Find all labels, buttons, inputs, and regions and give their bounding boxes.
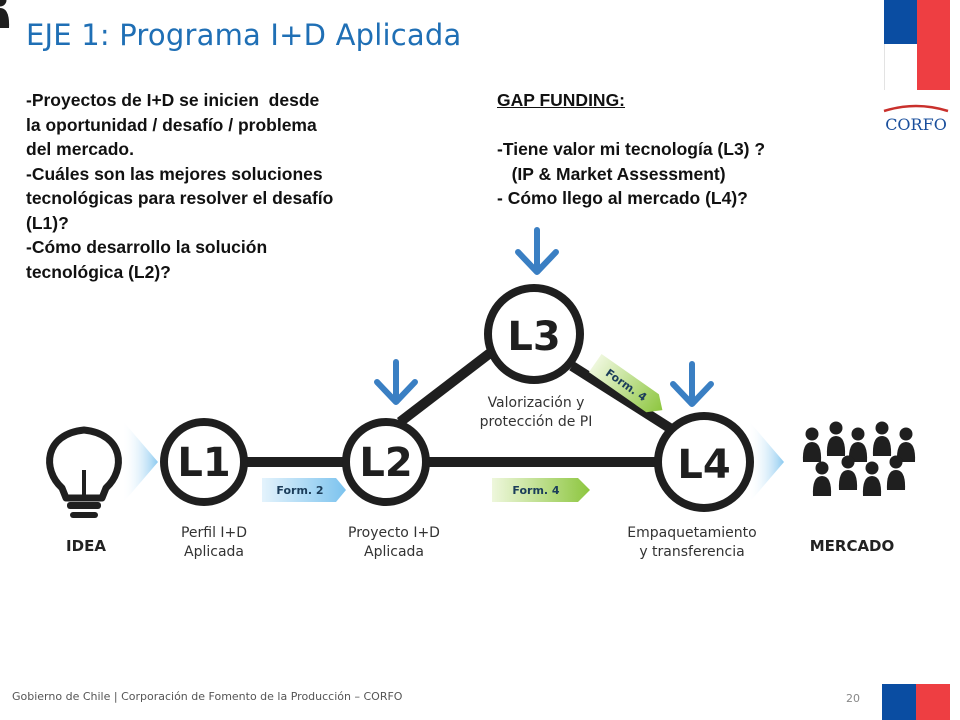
form-arrow-4: Form. 4 <box>492 478 590 502</box>
svg-text:L1: L1 <box>177 440 230 486</box>
down-arrow-icon <box>670 361 714 407</box>
node-caption: Empaquetamiento <box>627 525 756 541</box>
people-group-icon <box>0 0 916 496</box>
connector-line <box>569 361 679 437</box>
node-caption: protección de PI <box>480 414 593 430</box>
gap-line: - Cómo llego al mercado (L4)? <box>497 188 748 208</box>
gap-funding-heading: GAP FUNDING: <box>497 90 626 110</box>
node-caption: Perfil I+D <box>181 525 247 541</box>
node-l4: L4 <box>654 412 754 512</box>
node-caption: Valorización y <box>488 395 585 411</box>
page-number: 20 <box>846 692 860 705</box>
svg-text:CORFO: CORFO <box>885 115 947 134</box>
node-caption: Aplicada <box>184 544 244 560</box>
svg-text:Form. 4: Form. 4 <box>512 484 560 497</box>
gap-funding-block: GAP FUNDING: -Tiene valor mi tecnología … <box>497 88 877 211</box>
left-line: -Proyectos de I+D se inicien desde <box>26 90 320 110</box>
left-line: del mercado. <box>26 139 134 159</box>
svg-text:L4: L4 <box>677 442 730 488</box>
mercado-label: MERCADO <box>810 537 895 555</box>
gap-line: (IP & Market Assessment) <box>497 163 726 184</box>
idea-label: IDEA <box>66 537 106 555</box>
left-line: tecnológicas para resolver el desafío <box>26 188 334 208</box>
node-caption: Aplicada <box>364 544 424 560</box>
node-l2: L2 <box>342 418 430 506</box>
left-line: -Cuáles son las mejores soluciones <box>26 163 323 184</box>
node-caption: Proyecto I+D <box>348 525 440 541</box>
svg-text:Form. 2: Form. 2 <box>276 484 323 497</box>
node-caption: y transferencia <box>639 544 744 560</box>
form-arrow-2: Form. 2 <box>262 478 346 502</box>
svg-text:L3: L3 <box>507 314 560 360</box>
lightbulb-icon <box>46 426 122 518</box>
chile-flag-footer <box>882 684 950 720</box>
gap-line: -Tiene valor mi tecnología (L3) ? <box>497 139 766 159</box>
down-arrow-icon <box>374 359 418 405</box>
node-l3: L3 <box>484 284 584 384</box>
left-line: (L1)? <box>26 212 69 233</box>
chevron-arrow <box>748 420 784 504</box>
footer-text: Gobierno de Chile | Corporación de Fomen… <box>12 690 403 703</box>
chile-flag-header <box>884 0 950 90</box>
left-line: -Cómo desarrollo la solución <box>26 237 268 257</box>
node-l1: L1 <box>160 418 248 506</box>
chevron-arrow <box>122 420 158 504</box>
connector-line <box>396 346 498 426</box>
left-questions: -Proyectos de I+D se inicien desde la op… <box>26 88 466 284</box>
slide-title: EJE 1: Programa I+D Aplicada <box>26 18 462 52</box>
left-line: tecnológica (L2)? <box>26 261 171 282</box>
corfo-logo: CORFO <box>883 104 949 134</box>
svg-text:L2: L2 <box>359 440 412 486</box>
left-line: la oportunidad / desafío / problema <box>26 114 317 135</box>
down-arrow-icon <box>515 227 559 275</box>
